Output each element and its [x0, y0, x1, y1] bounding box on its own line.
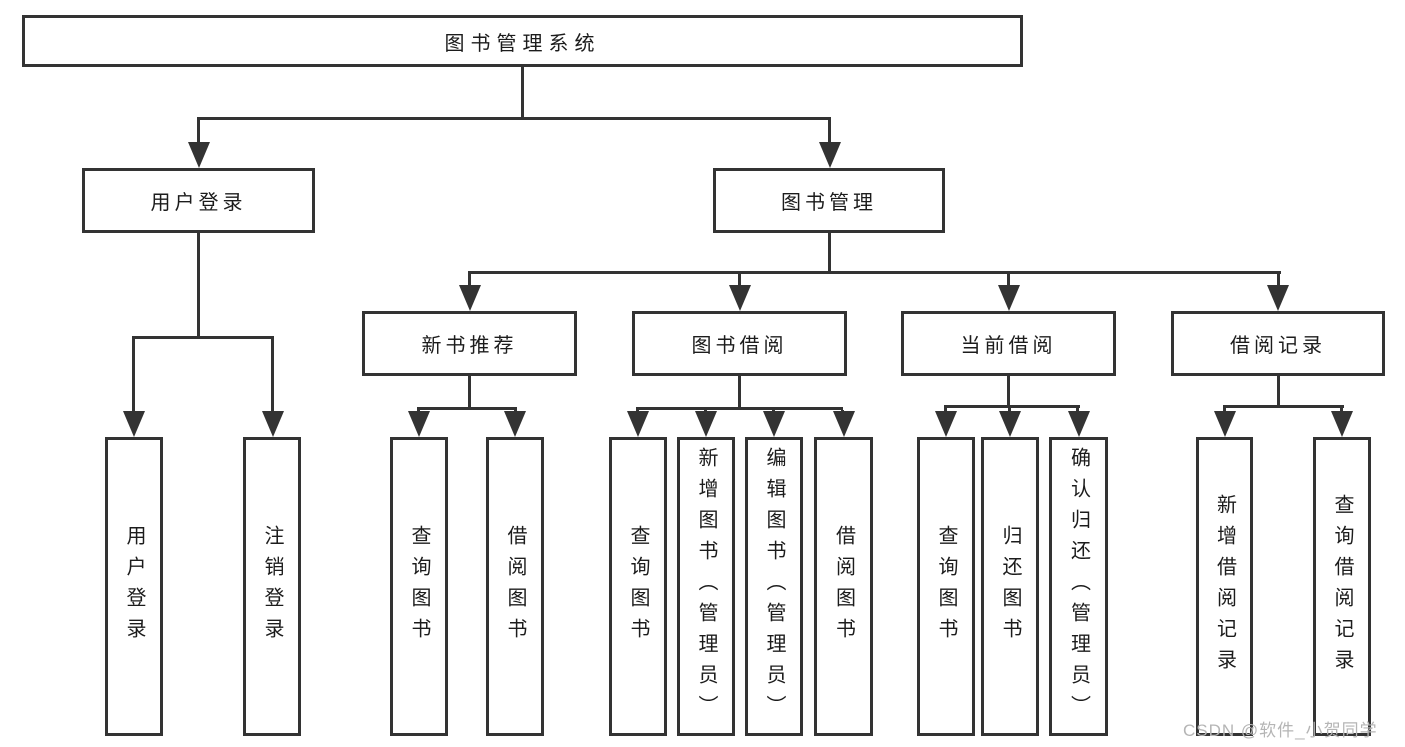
connector-segment [738, 274, 741, 287]
node-leaf-cb-confirm-return-admin: 确认归还（管理员） [1049, 437, 1108, 736]
node-user-login: 用户登录 [82, 168, 315, 233]
connector-segment [468, 376, 471, 407]
leaf-label: 新增借阅记录 [1213, 493, 1236, 680]
arrowhead-down-icon [728, 285, 751, 311]
node-new-book-recommend-label: 新书推荐 [421, 335, 518, 357]
node-leaf-bb-borrow-books: 借阅图书 [814, 437, 873, 736]
connector-segment [132, 339, 135, 413]
connector-segment [197, 120, 200, 144]
leaf-label: 新增图书（管理员） [695, 447, 717, 726]
node-current-borrow: 当前借阅 [901, 311, 1116, 376]
connector-segment [271, 339, 274, 413]
connector-segment [944, 405, 1080, 408]
connector-segment [1007, 376, 1010, 405]
node-leaf-bb-edit-books-admin: 编辑图书（管理员） [745, 437, 803, 736]
watermark: CSDN @软件_小贺同学 [1183, 721, 1378, 740]
node-book-borrow-label: 图书借阅 [691, 335, 788, 357]
leaf-label: 借阅图书 [832, 524, 855, 649]
connector-segment [197, 233, 200, 336]
leaf-label: 查询图书 [408, 524, 430, 649]
arrowhead-down-icon [458, 285, 481, 311]
node-leaf-nb-borrow-books: 借阅图书 [486, 437, 544, 736]
node-book-management: 图书管理 [713, 168, 945, 233]
node-leaf-logout: 注销登录 [243, 437, 301, 736]
arrowhead-down-icon [695, 411, 717, 437]
connector-segment [1277, 376, 1280, 405]
node-new-book-recommend: 新书推荐 [362, 311, 577, 376]
leaf-label: 归还图书 [999, 524, 1021, 649]
leaf-label: 确认归还（管理员） [1067, 447, 1090, 726]
node-current-borrow-label: 当前借阅 [960, 335, 1057, 357]
node-leaf-user-login: 用户登录 [105, 437, 163, 736]
connector-segment [828, 233, 831, 271]
arrowhead-down-icon [997, 285, 1020, 311]
leaf-label: 注销登录 [261, 524, 283, 649]
arrowhead-down-icon [408, 411, 430, 437]
node-leaf-br-add-record: 新增借阅记录 [1196, 437, 1253, 736]
connector-segment [828, 120, 831, 144]
node-borrow-records-label: 借阅记录 [1230, 335, 1326, 357]
connector-segment [1007, 274, 1010, 287]
arrowhead-down-icon [122, 411, 145, 437]
connector-segment [636, 407, 843, 410]
connector-segment [521, 67, 524, 117]
connector-segment [417, 407, 517, 410]
node-leaf-br-query-record: 查询借阅记录 [1313, 437, 1371, 736]
arrowhead-down-icon [1331, 411, 1353, 437]
leaf-label: 用户登录 [123, 524, 145, 649]
leaf-label: 查询图书 [935, 524, 957, 649]
node-book-borrow: 图书借阅 [632, 311, 847, 376]
node-book-management-label: 图书管理 [781, 192, 877, 214]
arrowhead-down-icon [261, 411, 284, 437]
node-leaf-bb-query-books: 查询图书 [609, 437, 667, 736]
arrowhead-down-icon [832, 411, 855, 437]
connector-segment [468, 271, 1281, 274]
arrowhead-down-icon [999, 411, 1021, 437]
arrowhead-down-icon [627, 411, 649, 437]
arrowhead-down-icon [935, 411, 957, 437]
arrowhead-down-icon [1267, 285, 1289, 311]
arrowhead-down-icon [504, 411, 526, 437]
leaf-label: 查询借阅记录 [1331, 493, 1353, 680]
node-leaf-cb-return-books: 归还图书 [981, 437, 1039, 736]
connector-segment [468, 274, 471, 287]
node-root-label: 图书管理系统 [444, 32, 601, 55]
node-root: 图书管理系统 [22, 15, 1023, 67]
connector-segment [738, 376, 741, 407]
node-leaf-bb-add-books-admin: 新增图书（管理员） [677, 437, 735, 736]
arrowhead-down-icon [763, 411, 785, 437]
node-user-login-label: 用户登录 [150, 192, 247, 214]
connector-segment [132, 336, 274, 339]
arrowhead-down-icon [187, 142, 210, 168]
leaf-label: 借阅图书 [504, 524, 526, 649]
leaf-label: 编辑图书（管理员） [763, 447, 785, 726]
node-leaf-cb-query-books: 查询图书 [917, 437, 975, 736]
connector-segment [1277, 274, 1280, 287]
leaf-label: 查询图书 [627, 524, 649, 649]
arrowhead-down-icon [1067, 411, 1090, 437]
arrowhead-down-icon [818, 142, 841, 168]
connector-segment [197, 117, 831, 120]
connector-segment [1223, 405, 1344, 408]
arrowhead-down-icon [1213, 411, 1236, 437]
node-leaf-nb-query-books: 查询图书 [390, 437, 448, 736]
node-borrow-records: 借阅记录 [1171, 311, 1385, 376]
